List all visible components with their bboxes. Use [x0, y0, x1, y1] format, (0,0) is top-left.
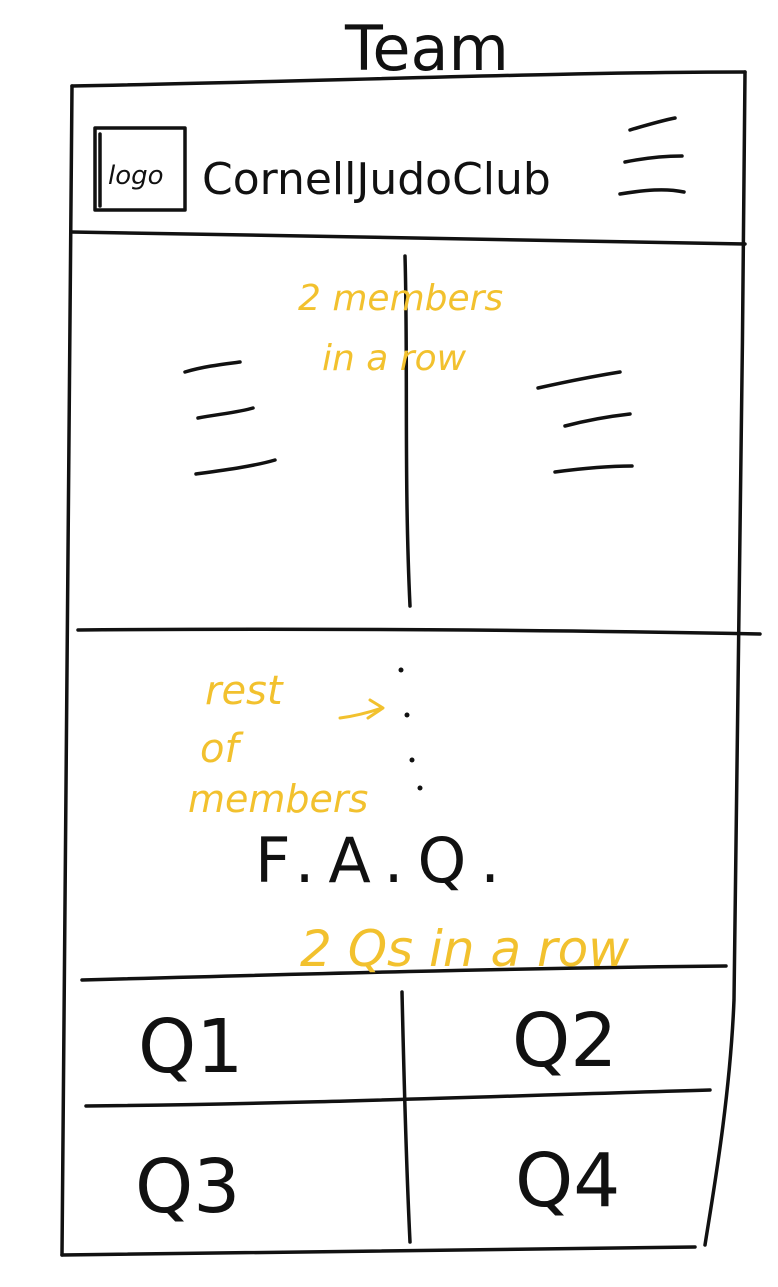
hamburger-menu-icon[interactable] — [618, 116, 686, 196]
faq-item-q1[interactable]: Q1 — [138, 1004, 243, 1090]
members-note-line1: 2 members — [298, 278, 503, 319]
rest-note-line1: rest — [205, 668, 284, 714]
faq-item-q2[interactable]: Q2 — [512, 998, 617, 1084]
member-card-left-text-lines — [183, 360, 277, 476]
arrow-icon — [338, 698, 385, 720]
logo-label: logo — [108, 161, 164, 191]
header: logo CornellJudoClub — [93, 116, 686, 212]
members-note-line2: in a row — [322, 338, 467, 379]
rest-note-line3: members — [188, 777, 368, 821]
continuation-dots-icon — [398, 667, 423, 791]
page-title: Team — [344, 12, 509, 85]
faq-heading: F.A.Q. — [255, 824, 514, 897]
site-name[interactable]: CornellJudoClub — [202, 154, 551, 205]
faq-item-q3[interactable]: Q3 — [135, 1144, 240, 1230]
faq-note: 2 Qs in a row — [300, 920, 629, 978]
rest-note-line2: of — [200, 726, 244, 772]
members-section: 2 members in a row — [183, 278, 634, 476]
phone-frame — [60, 70, 762, 1257]
faq-item-q4[interactable]: Q4 — [515, 1138, 620, 1224]
logo-box[interactable] — [93, 126, 187, 212]
faq-grid: Q1 Q2 Q3 Q4 — [135, 998, 620, 1230]
rest-members-section: rest of members — [188, 667, 423, 821]
member-card-right-text-lines — [536, 370, 634, 474]
